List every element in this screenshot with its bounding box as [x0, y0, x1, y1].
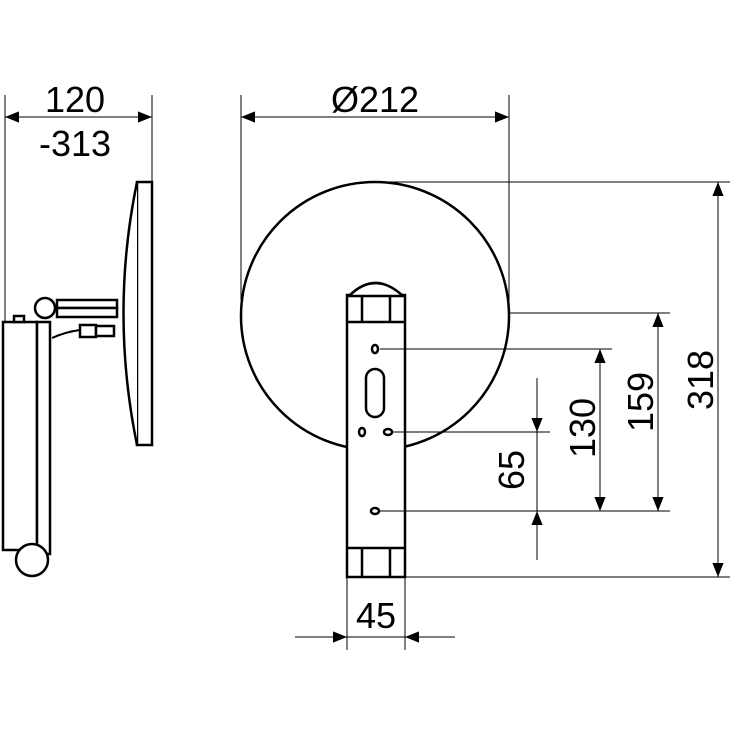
mounting-slot: [364, 367, 386, 419]
middle-hole-label: 130: [562, 398, 603, 458]
column-width-label: 45: [356, 595, 396, 636]
mirror-glass-side: [135, 180, 154, 447]
joint: [33, 296, 57, 320]
total-height-label: 318: [680, 350, 721, 410]
bottom-joint: [14, 542, 50, 578]
mirror-back-curve: [122, 181, 139, 446]
depth-label: 120: [45, 79, 105, 120]
cable-connector: [94, 324, 116, 338]
mounting-hole: [370, 343, 380, 355]
support-tube: [35, 320, 52, 556]
diameter-label: Ø212: [331, 79, 419, 120]
mirror-arm: [55, 306, 119, 319]
upper-hole-label: 159: [620, 372, 661, 432]
side-view: 120 -313: [1, 79, 154, 578]
wall-bracket: [1, 320, 39, 552]
lower-hole-label: 65: [491, 450, 532, 490]
depth-range-label: -313: [39, 123, 111, 164]
front-view: Ø212 318 159 130 65: [239, 79, 730, 650]
wall-column: [345, 293, 407, 579]
